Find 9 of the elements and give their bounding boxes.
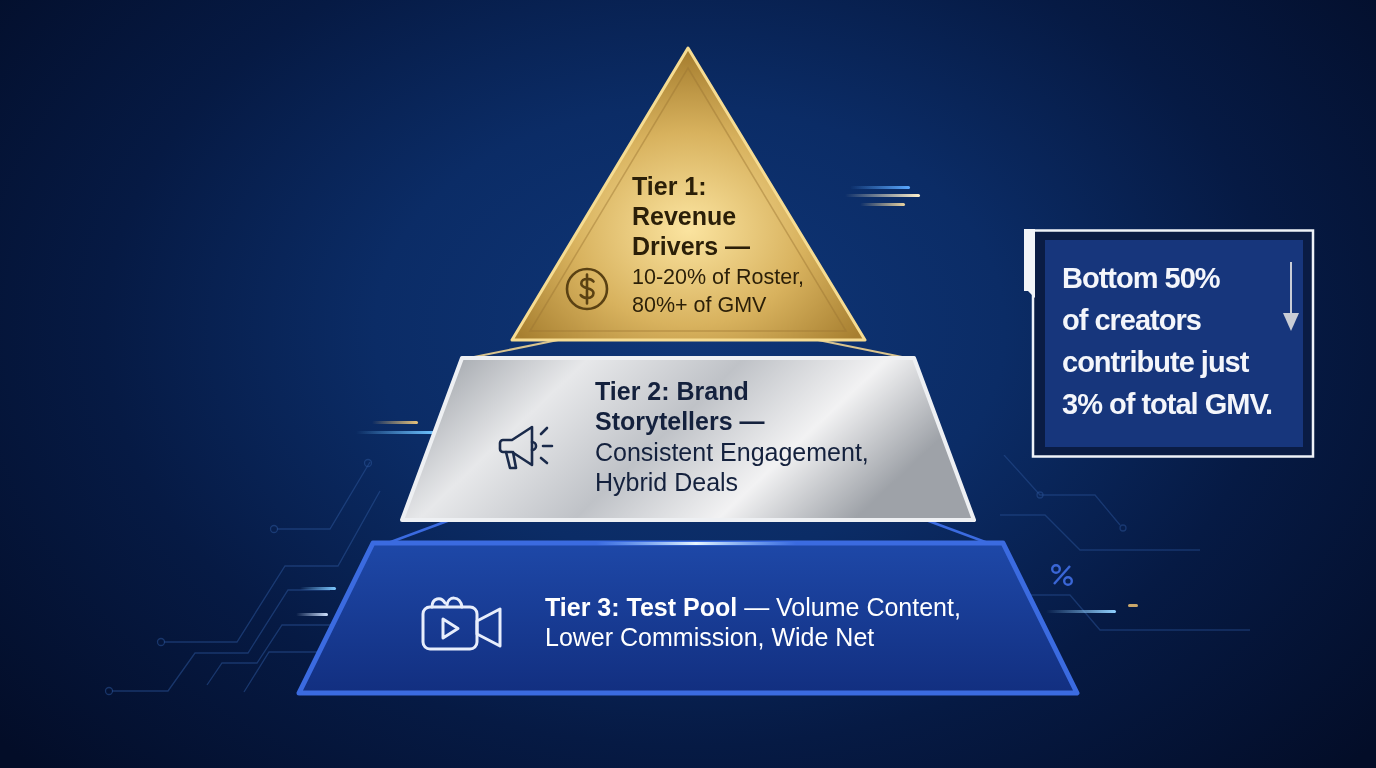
- callout-box: [1024, 229, 1315, 458]
- tier-heading: Tier 2: Brand Storytellers —: [595, 376, 766, 436]
- pyramid-tier-trapezoid: [400, 355, 976, 523]
- tier-heading: Tier 1: Revenue Drivers —: [632, 171, 752, 261]
- callout-text: Bottom 50% of creators contribute just 3% of total GMV.: [1062, 261, 1274, 422]
- tier-description: Tier 3: Test Pool — Volume Content, Lower Commission, Wide Net: [545, 592, 962, 652]
- pyramid-base-trapezoid: [296, 540, 1080, 696]
- tier-description: Consistent Engagement, Hybrid Deals: [595, 437, 870, 497]
- tier-description: 10-20% of Roster, 80%+ of GMV: [632, 264, 806, 319]
